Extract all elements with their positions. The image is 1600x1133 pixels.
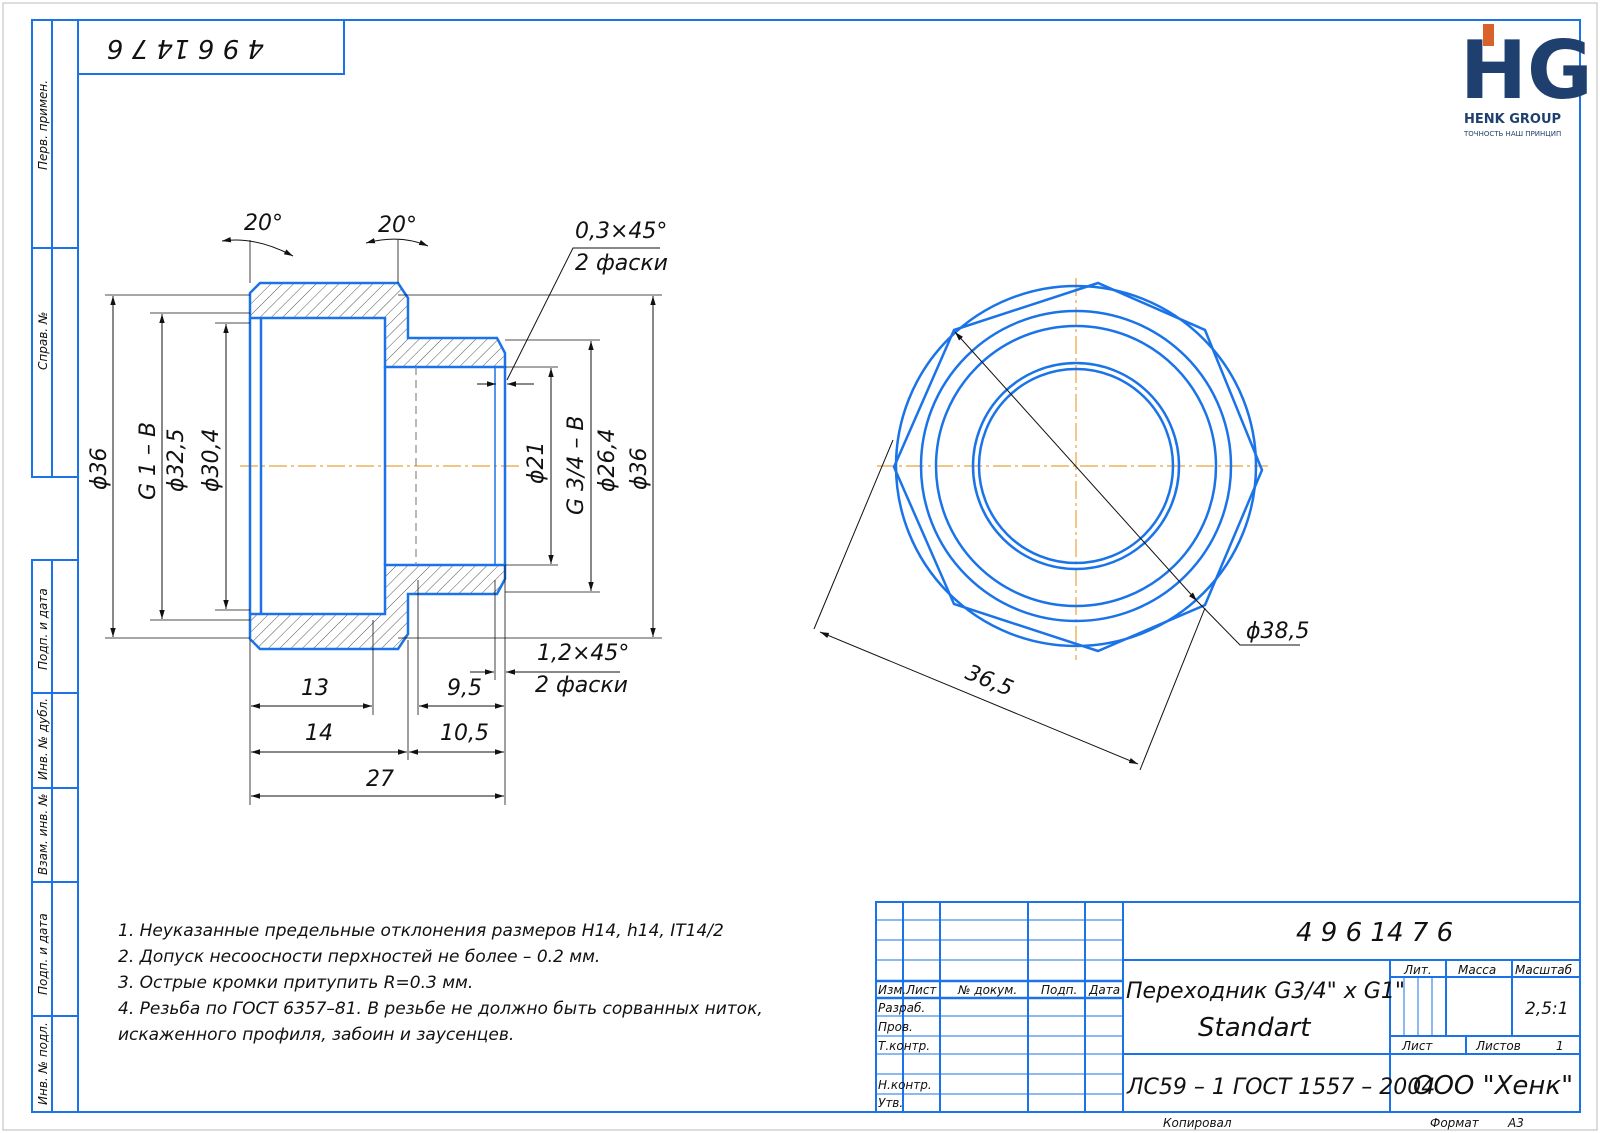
wall-top — [248, 281, 507, 369]
hexagon-outline — [892, 281, 1264, 653]
tb-listov-lbl: Листов — [1475, 1039, 1521, 1053]
dim-angle-left: 20° — [244, 211, 283, 236]
tb-material: ЛС59 – 1 ГОСТ 1557 – 2004 — [1126, 1075, 1435, 1100]
dim-d325: ϕ32,5 — [164, 429, 189, 493]
tb-massa: Масса — [1458, 963, 1496, 977]
tb-utv: Утв. — [878, 1096, 903, 1110]
logo-brand: HENK GROUP — [1464, 112, 1561, 127]
dim-d304: ϕ30,4 — [199, 429, 224, 493]
dim-len13: 13 — [301, 676, 329, 701]
note-2: 2. Допуск несоосности перхностей не боле… — [118, 947, 600, 967]
tb-format-val: А3 — [1507, 1116, 1524, 1130]
tb-tkontr: Т.контр. — [878, 1039, 930, 1053]
tb-scale: 2,5:1 — [1525, 999, 1569, 1019]
side-label-sprav: Справ. № — [36, 312, 50, 370]
tb-nkontr: Н.контр. — [878, 1078, 932, 1092]
side-labels: Перв. примен. Справ. № Подп. и дата Инв.… — [36, 80, 50, 1105]
tb-hdr-list: Лист — [905, 983, 937, 997]
tb-doc-number-display: 4 9 6 14 7 6 — [1296, 918, 1453, 948]
note-4: 4. Резьба по ГОСТ 6357–81. В резьбе не д… — [118, 999, 763, 1019]
tb-razrab: Разраб. — [878, 1001, 925, 1015]
dim-g1: G 1 – B — [136, 422, 161, 500]
dim-angle-right: 20° — [378, 213, 417, 238]
side-label-podp2: Подп. и дата — [36, 913, 50, 995]
logo: HG HENK GROUP ТОЧНОСТЬ НАШ ПРИНЦИП — [1460, 24, 1593, 138]
side-label-inv-podl: Инв. № подл. — [36, 1022, 50, 1105]
tb-hdr-docnum: № докум. — [957, 983, 1017, 997]
dim-d36-right: ϕ36 — [627, 447, 652, 490]
dim-d21: ϕ21 — [524, 441, 549, 484]
note-3: 3. Острые кромки притупить R=0.3 мм. — [118, 973, 473, 993]
dim-len95: 9,5 — [447, 676, 482, 701]
tb-name-2: Standart — [1198, 1013, 1311, 1043]
logo-slogan: ТОЧНОСТЬ НАШ ПРИНЦИП — [1463, 130, 1561, 138]
dim-chamfer-top-1: 0,3×45° — [575, 219, 667, 244]
dim-len105: 10,5 — [440, 721, 489, 746]
logo-mark: HG — [1460, 24, 1593, 117]
tb-hdr-data: Дата — [1088, 983, 1120, 997]
circle-mid-2 — [934, 324, 1218, 608]
tb-kopiroval: Копировал — [1163, 1116, 1232, 1130]
end-view: ϕ38,5 36,5 — [813, 278, 1310, 771]
side-label-podp1: Подп. и дата — [36, 588, 50, 670]
technical-notes: 1. Неуказанные предельные отклонения раз… — [118, 921, 763, 1045]
tb-company: ООО "Хенк" — [1413, 1071, 1573, 1101]
dim-len14: 14 — [305, 721, 333, 746]
tb-format-lbl: Формат — [1430, 1116, 1480, 1130]
section-view: 20° 20° 0,3×45° 2 фаски ϕ36 G 1 – B ϕ32,… — [87, 211, 668, 805]
dim-d385: ϕ38,5 — [1246, 619, 1310, 644]
dim-chamfer-bot-1: 1,2×45° — [537, 641, 629, 666]
tb-list-lbl: Лист — [1401, 1039, 1433, 1053]
dim-across-flats: 36,5 — [962, 660, 1017, 702]
side-label-inv-dubl: Инв. № дубл. — [36, 698, 50, 780]
note-1: 1. Неуказанные предельные отклонения раз… — [118, 921, 724, 941]
note-5: искаженного профиля, забоин и заусенцев. — [118, 1025, 514, 1045]
dim-chamfer-bot-2: 2 фаски — [535, 673, 628, 698]
circle-mid-1 — [919, 309, 1233, 623]
dim-d264: ϕ26,4 — [595, 429, 620, 493]
dim-chamfer-top-2: 2 фаски — [575, 251, 668, 276]
doc-number-rotated: 4 9 6 14 7 6 — [107, 33, 264, 63]
side-label-perv: Перв. примен. — [36, 80, 50, 170]
dim-len27: 27 — [366, 767, 394, 792]
wall-bottom — [248, 563, 507, 651]
title-block: Изм. Лист № докум. Подп. Дата Разраб. Пр… — [875, 901, 1581, 1130]
side-label-vzam: Взам. инв. № — [36, 794, 50, 875]
logo-accent — [1483, 24, 1494, 46]
tb-hdr-podp: Подп. — [1041, 983, 1077, 997]
dim-g34: G 3/4 – B — [564, 415, 589, 515]
tb-masshtab: Масштаб — [1515, 963, 1573, 977]
dim-d36-left: ϕ36 — [87, 447, 112, 490]
tb-prov: Пров. — [878, 1020, 913, 1034]
tb-name-1: Переходник G3/4" x G1" — [1126, 979, 1405, 1004]
tb-hdr-izm: Изм. — [878, 983, 906, 997]
tb-lit: Лит. — [1403, 963, 1432, 977]
tb-listov-val: 1 — [1556, 1039, 1564, 1053]
